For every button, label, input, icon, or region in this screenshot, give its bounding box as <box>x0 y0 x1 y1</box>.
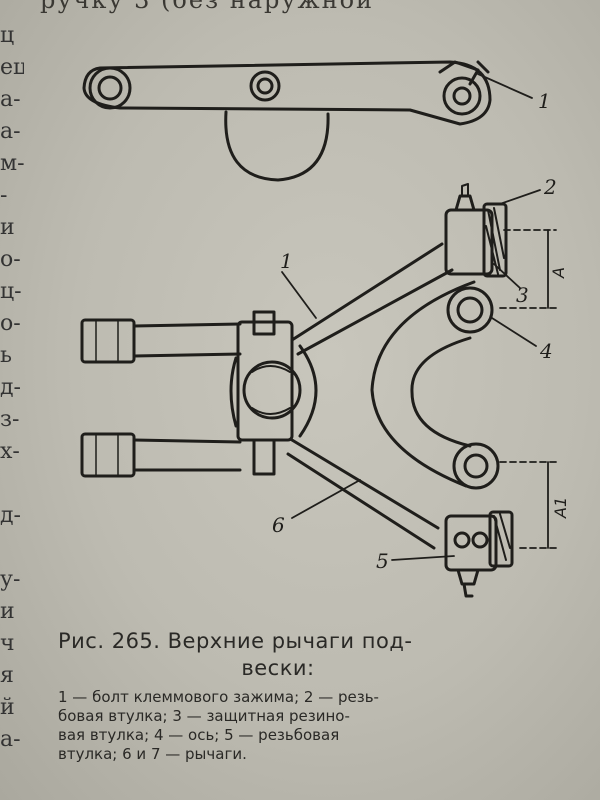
left-fragment: о- <box>0 311 21 336</box>
callout-3: 3 <box>516 283 529 307</box>
callout-5: 5 <box>376 549 389 573</box>
dimension-label-a1: А1 <box>551 497 570 519</box>
left-fragment: д- <box>0 375 21 400</box>
callout-2: 2 <box>543 175 557 199</box>
previous-page-text: ручку 3 (без наружной <box>40 0 375 14</box>
left-fragment: а- <box>0 87 21 112</box>
left-fragment: ец <box>0 55 24 80</box>
dimension-label-a: А <box>549 267 568 279</box>
left-fragment: й <box>0 695 15 720</box>
left-fragment: ч <box>0 631 15 656</box>
left-fragment: - <box>0 183 8 208</box>
left-fragment: х- <box>0 439 20 464</box>
callout-1-top: 1 <box>538 89 551 113</box>
legend-line: вая втулка; 4 — ось; 5 — резьбовая <box>58 726 340 744</box>
caption-line-1: Рис. 265. Верхние рычаги под- <box>58 629 413 653</box>
left-fragment: и <box>0 599 15 624</box>
left-fragment: и <box>0 215 15 240</box>
callout-6: 6 <box>272 513 285 537</box>
leader-lines <box>281 73 541 561</box>
left-fragment: я <box>0 663 14 688</box>
left-fragment: а- <box>0 727 21 752</box>
left-fragment: о- <box>0 247 21 272</box>
legend-line: 1 — болт клеммового зажима; 2 — резь- <box>58 688 379 706</box>
left-fragment: а- <box>0 119 21 144</box>
callout-4: 4 <box>539 339 553 363</box>
left-fragment: д- <box>0 503 21 528</box>
figure-legend: 1 — болт клеммового зажима; 2 — резь- бо… <box>58 688 538 764</box>
left-fragment: м- <box>0 151 24 176</box>
callout-1-lower: 1 <box>280 249 293 273</box>
left-fragment: ц- <box>0 279 22 304</box>
top-view <box>82 60 492 182</box>
left-fragment: ц <box>0 23 15 48</box>
legend-line: бовая втулка; 3 — защитная резино- <box>58 707 350 725</box>
caption-line-2: вески: <box>241 656 315 680</box>
suspension-arms-drawing: 1 2 3 4 1 6 5 А А1 <box>80 60 570 598</box>
left-fragment: у- <box>0 567 21 592</box>
dimension-lines <box>499 229 557 549</box>
bottom-view <box>80 183 514 598</box>
left-fragment: з- <box>0 407 20 432</box>
legend-line: втулка; 6 и 7 — рычаги. <box>58 745 247 763</box>
left-fragment: ь <box>0 343 12 368</box>
left-page-margin-text: ц ец а- а- м- - и о- ц- о- ь д- з- х- д-… <box>0 20 24 756</box>
figure-caption: Рис. 265. Верхние рычаги под- вески: <box>58 628 538 682</box>
